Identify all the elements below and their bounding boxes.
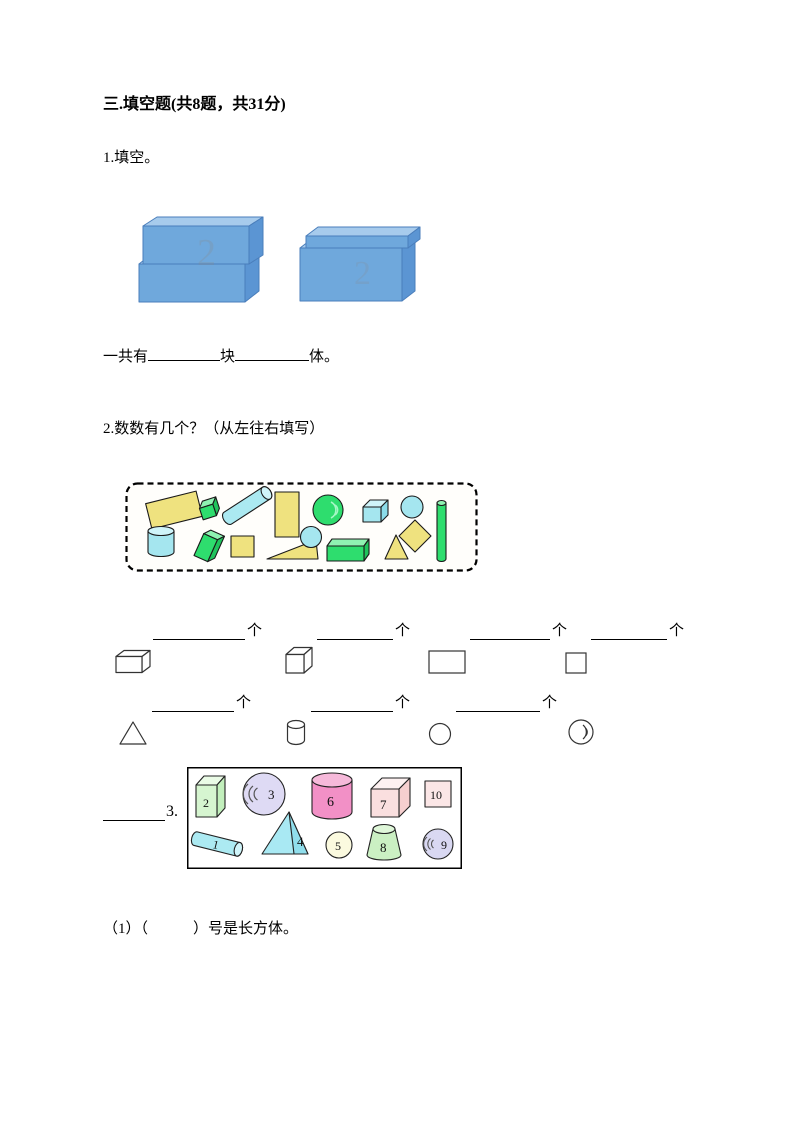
unit-label: 个: [542, 695, 558, 711]
answer-blank: [311, 694, 393, 712]
shape-9-purple-sphere: 9: [422, 828, 454, 860]
cyan-circle: [400, 495, 424, 519]
answer-blank: [456, 694, 540, 712]
shape-2-green-cuboid: 2: [195, 775, 226, 818]
shape-4-cyan-pyramid: 4: [261, 811, 309, 855]
shape-number: 9: [441, 838, 447, 852]
q2-blank-cube: 个: [285, 622, 428, 674]
green-horizontal-cuboid: [326, 538, 370, 562]
small-yellow-triangle: [384, 534, 409, 560]
q2-blank-rectangle: 个: [428, 622, 568, 674]
shape-number: 6: [327, 795, 334, 810]
cyan-cube: [362, 499, 389, 523]
q3-sub1: （1）（ ）号是长方体。: [103, 921, 299, 937]
rectangle-icon: [428, 650, 466, 674]
q3-number-label: 3.: [166, 803, 178, 820]
unit-label: 个: [236, 695, 252, 711]
q2-label: 2.数数有几个？（从左往右填写）: [103, 421, 325, 437]
answer-blank: [103, 805, 165, 821]
shape-number: 1: [211, 837, 220, 852]
square-icon: [565, 652, 587, 674]
answer-blank: [235, 346, 310, 361]
tall-green-cylinder: [436, 499, 447, 563]
answer-blank: [148, 346, 221, 361]
shape-number: 2: [203, 796, 209, 810]
watermark: 2: [354, 255, 371, 292]
yellow-vertical-rectangle: [274, 491, 300, 538]
unit-label: 个: [395, 623, 411, 639]
watermark: 2: [197, 232, 216, 274]
section-title: 三.填空题(共8题，共31分): [103, 96, 286, 113]
green-sphere: [312, 494, 344, 526]
shape-5-yellow-circle: 5: [325, 831, 353, 859]
cube-3d-icon: [285, 646, 313, 674]
answer-blank: [317, 622, 393, 640]
q1-answer-line: 一共有 块 体。: [103, 346, 794, 367]
cylinder-icon: [285, 719, 307, 746]
unit-label: 个: [247, 623, 263, 639]
q2-blank-row-1: 个 个 个 个: [115, 622, 794, 674]
shape-number: 10: [430, 788, 442, 802]
q1-answer-suffix: 体。: [309, 349, 340, 365]
shape-number: 3: [268, 787, 275, 802]
q2-blank-sphere: [567, 694, 687, 746]
q1-figure: 2 2: [135, 215, 794, 303]
tilted-green-cuboid: [193, 529, 226, 563]
q1-answer-mid: 块: [220, 349, 236, 365]
sphere-icon: [567, 718, 595, 746]
unit-label: 个: [552, 623, 568, 639]
q3-row: 3. 2 3 6: [103, 767, 794, 869]
shape-3-purple-sphere: 3: [242, 772, 286, 816]
small-green-cube: [198, 496, 220, 521]
shape-number: 7: [380, 797, 387, 812]
q2-blank-row-2: 个 个 个: [118, 694, 794, 746]
cyan-circle-small: [299, 525, 323, 549]
q3-lead: 3.: [103, 803, 178, 821]
q2-blank-triangle: 个: [118, 694, 285, 746]
answer-blank: [591, 622, 667, 640]
circle-icon: [428, 722, 452, 746]
q3-figure: 2 3 6 7: [187, 767, 462, 869]
shape-6-pink-cylinder: 6: [311, 772, 353, 820]
triangle-icon: [118, 720, 148, 746]
tilted-cyan-cylinder: [222, 486, 273, 525]
yellow-square: [230, 535, 255, 558]
shape-number: 4: [297, 834, 304, 849]
q2-blank-square: 个: [565, 622, 685, 674]
answer-blank: [470, 622, 550, 640]
shape-number: 8: [380, 840, 387, 855]
q1-label: 1.填空。: [103, 150, 160, 166]
shape-number: 5: [335, 839, 341, 853]
q2-blank-circle: 个: [428, 694, 567, 746]
stacked-cuboids-right-image: 2: [299, 226, 421, 302]
cyan-upright-cylinder: [147, 525, 175, 558]
q1-answer-prefix: 一共有: [103, 349, 149, 365]
answer-blank: [153, 622, 245, 640]
q2-figure: [125, 482, 478, 572]
stacked-cuboids-left-image: 2: [138, 216, 264, 303]
answer-blank: [152, 694, 234, 712]
q2-blank-cylinder: 个: [285, 694, 428, 746]
q2-blank-cuboid: 个: [115, 622, 285, 674]
shape-10-pink-square: 10: [424, 780, 452, 808]
shape-1-cyan-tube: 1: [190, 831, 244, 857]
unit-label: 个: [395, 695, 411, 711]
tilted-yellow-rectangle: [145, 490, 203, 530]
cuboid-3d-icon: [115, 649, 151, 674]
yellow-diamond: [398, 519, 432, 553]
shape-7-pink-cube: 7: [370, 777, 411, 818]
unit-label: 个: [669, 623, 685, 639]
shape-8-green-frustum: 8: [366, 823, 402, 861]
